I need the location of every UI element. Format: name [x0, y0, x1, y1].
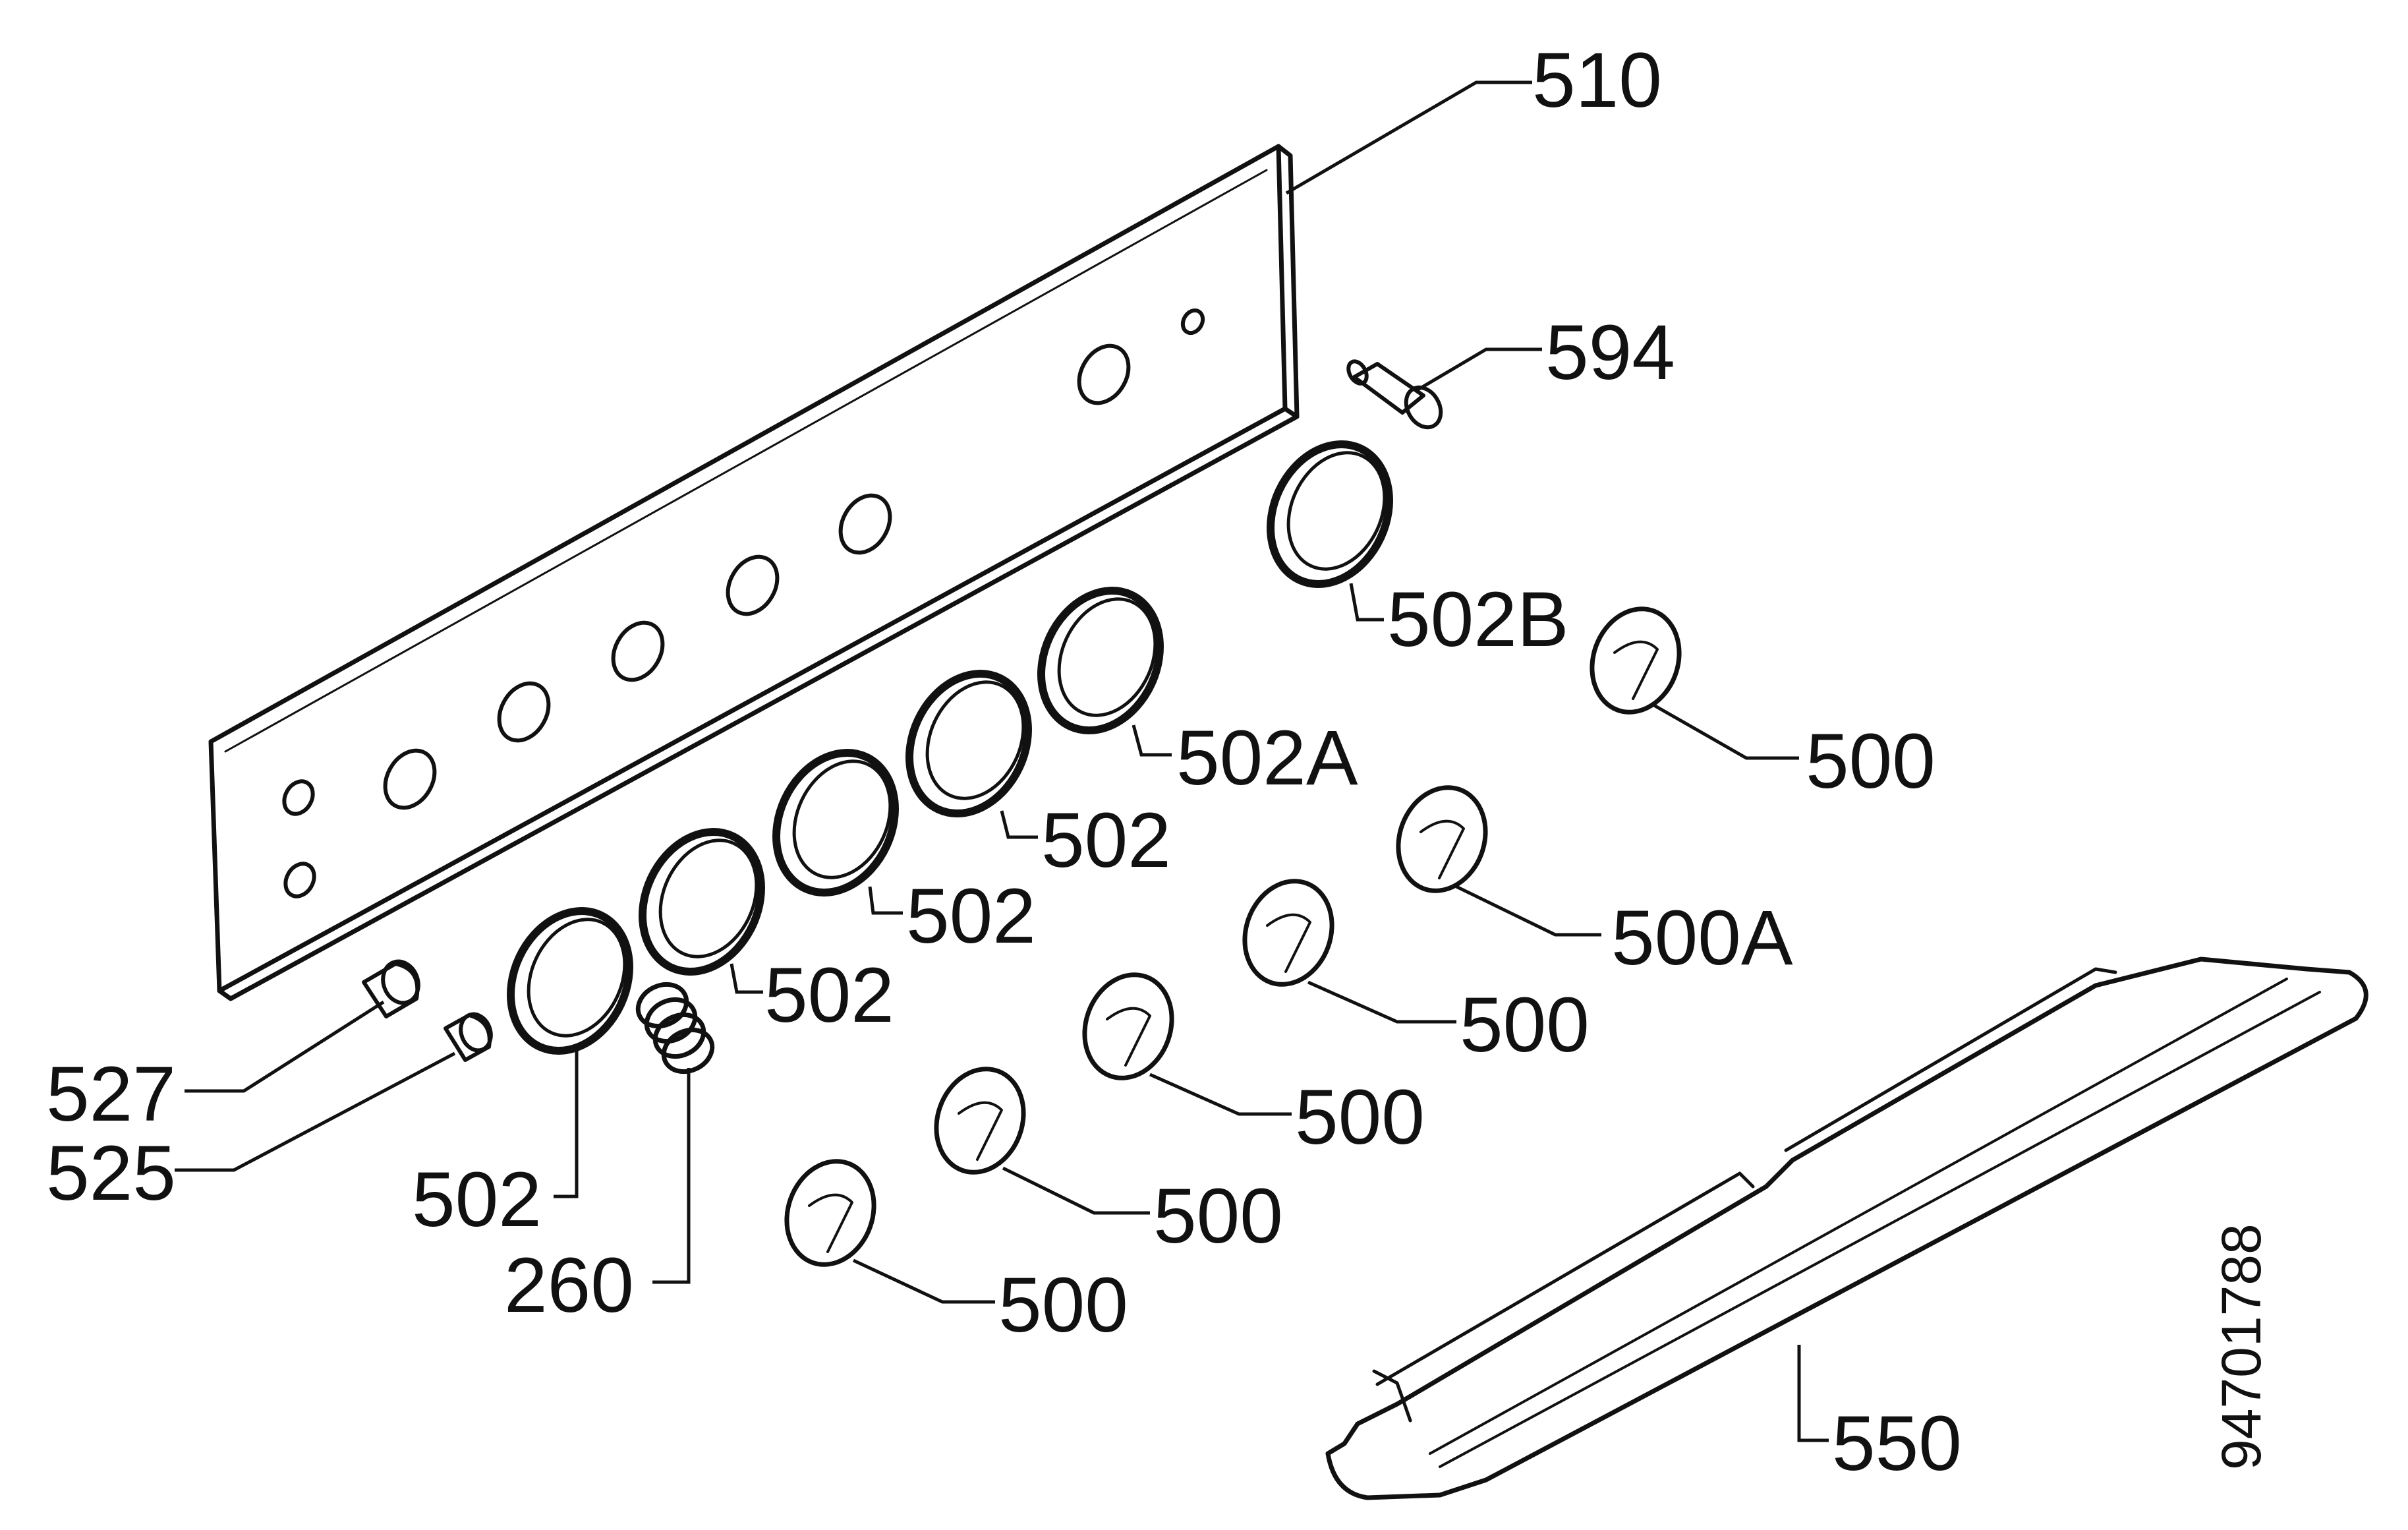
label-502-1: 502	[1041, 797, 1171, 884]
bezel-rings	[507, 440, 1393, 1055]
drawing-number: 94701788	[2210, 1223, 2272, 1470]
spring-260	[635, 982, 715, 1074]
bottom-strip-550	[1325, 956, 2368, 1500]
part-labels: 510 594 502B 500 502A 502 502 502 500A 5…	[46, 37, 2272, 1487]
label-527: 527	[46, 1051, 176, 1138]
label-550: 550	[1832, 1400, 1962, 1487]
leader-lines	[175, 80, 1829, 1442]
label-260: 260	[504, 1242, 634, 1329]
pilot-lamp-594	[1346, 359, 1443, 430]
label-500-2: 500	[1460, 982, 1590, 1069]
label-502a: 502A	[1176, 715, 1358, 802]
bezel-ring-502a	[1037, 587, 1164, 734]
control-knobs	[784, 606, 1682, 1267]
control-knob-2	[1242, 879, 1334, 987]
label-502-3: 502	[764, 952, 894, 1039]
label-502b: 502B	[1387, 576, 1569, 663]
control-knob-4	[934, 1067, 1026, 1175]
control-panel-plate	[208, 144, 1300, 1001]
label-500a: 500A	[1611, 895, 1793, 982]
bezel-ring-502-b	[772, 749, 899, 897]
label-502-left: 502	[412, 1156, 542, 1243]
control-knob-500a	[1396, 785, 1488, 893]
label-510: 510	[1532, 37, 1662, 124]
panel-holes	[282, 308, 1205, 898]
label-502-2: 502	[906, 873, 1036, 960]
control-knob-5	[784, 1159, 876, 1267]
bush-525	[444, 1012, 493, 1062]
label-594: 594	[1545, 309, 1675, 396]
bezel-ring-502-a	[905, 670, 1032, 817]
control-knob-top	[1590, 606, 1682, 715]
bezel-ring-502-d	[507, 907, 633, 1055]
label-500-5: 500	[998, 1262, 1128, 1349]
bezel-ring-502b	[1267, 440, 1393, 588]
label-525: 525	[46, 1130, 176, 1217]
label-500-3: 500	[1295, 1074, 1425, 1161]
label-500-4: 500	[1153, 1173, 1283, 1260]
control-knob-3	[1082, 972, 1174, 1080]
bezel-ring-502-c	[639, 828, 765, 976]
bush-527	[362, 959, 420, 1018]
label-500-top: 500	[1806, 718, 1935, 805]
